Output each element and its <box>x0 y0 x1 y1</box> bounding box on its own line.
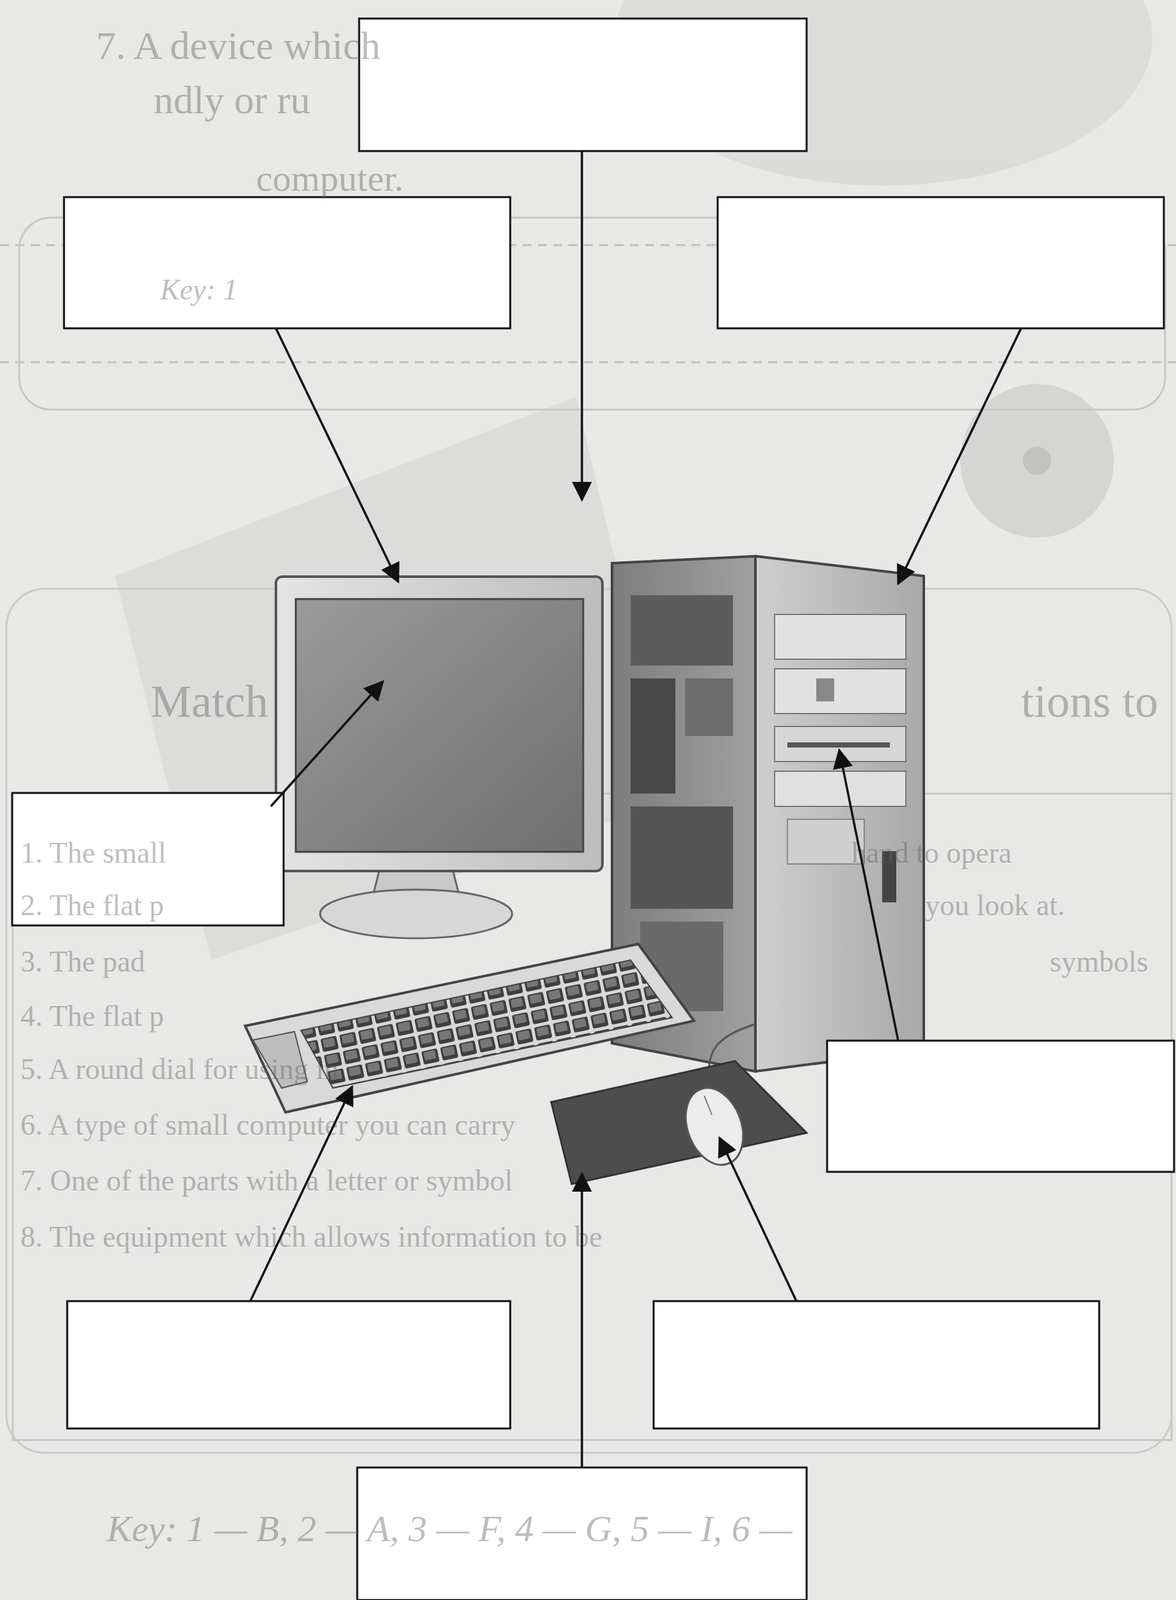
monitor <box>275 576 603 939</box>
ghost-text: symbols <box>1049 947 1148 977</box>
answer-box <box>653 1301 1100 1429</box>
ghost-text: ndly or ru <box>153 80 311 120</box>
ghost-text: 8. The equipment which allows informatio… <box>20 1222 603 1253</box>
keyboard <box>245 944 694 1113</box>
answer-box <box>359 18 807 152</box>
background-shapes <box>0 0 1176 1454</box>
ghost-text: 1. The small <box>20 838 167 869</box>
leader-arrow <box>580 151 584 500</box>
answer-boxes <box>12 18 1175 1600</box>
leader-arrow <box>839 750 899 1041</box>
ghost-text: tions to <box>1021 678 1159 725</box>
leader-arrow <box>898 328 1022 584</box>
leader-arrow <box>250 1087 353 1302</box>
ghost-text: hand to opera <box>851 838 1012 869</box>
mouse-and-pad <box>551 1024 807 1185</box>
leader-arrow <box>275 328 399 582</box>
answer-box <box>64 197 511 329</box>
answer-box <box>12 793 284 926</box>
answer-box <box>717 197 1164 329</box>
answer-box <box>827 1040 1175 1173</box>
ghost-text: Key: 1 — B, 2 — A, 3 — F, 4 — G, 5 — I, … <box>106 1510 793 1548</box>
ghost-text: 6. A type of small computer you can carr… <box>20 1110 516 1141</box>
ghost-text: computer. <box>256 160 404 198</box>
answer-box <box>357 1467 807 1600</box>
ghost-text: 7. One of the parts with a letter or sym… <box>20 1166 513 1196</box>
ghost-text: Key: 1 <box>160 275 238 305</box>
ghost-text: Match <box>150 678 269 725</box>
answer-box <box>67 1301 511 1429</box>
screen <box>295 599 584 853</box>
leader-arrow <box>270 681 383 807</box>
ghost-text: 3. The pad <box>20 947 146 977</box>
ghost-text: you look at. <box>925 891 1065 921</box>
ghost-text: 5. A round dial for using in <box>20 1055 339 1085</box>
ghost-text: 7. A device which <box>96 25 381 66</box>
ghost-text: 4. The flat p <box>20 1001 164 1032</box>
ghost-text: 2. The flat p <box>20 891 164 921</box>
leader-arrow <box>719 1138 797 1302</box>
leader-arrow <box>580 1174 584 1468</box>
